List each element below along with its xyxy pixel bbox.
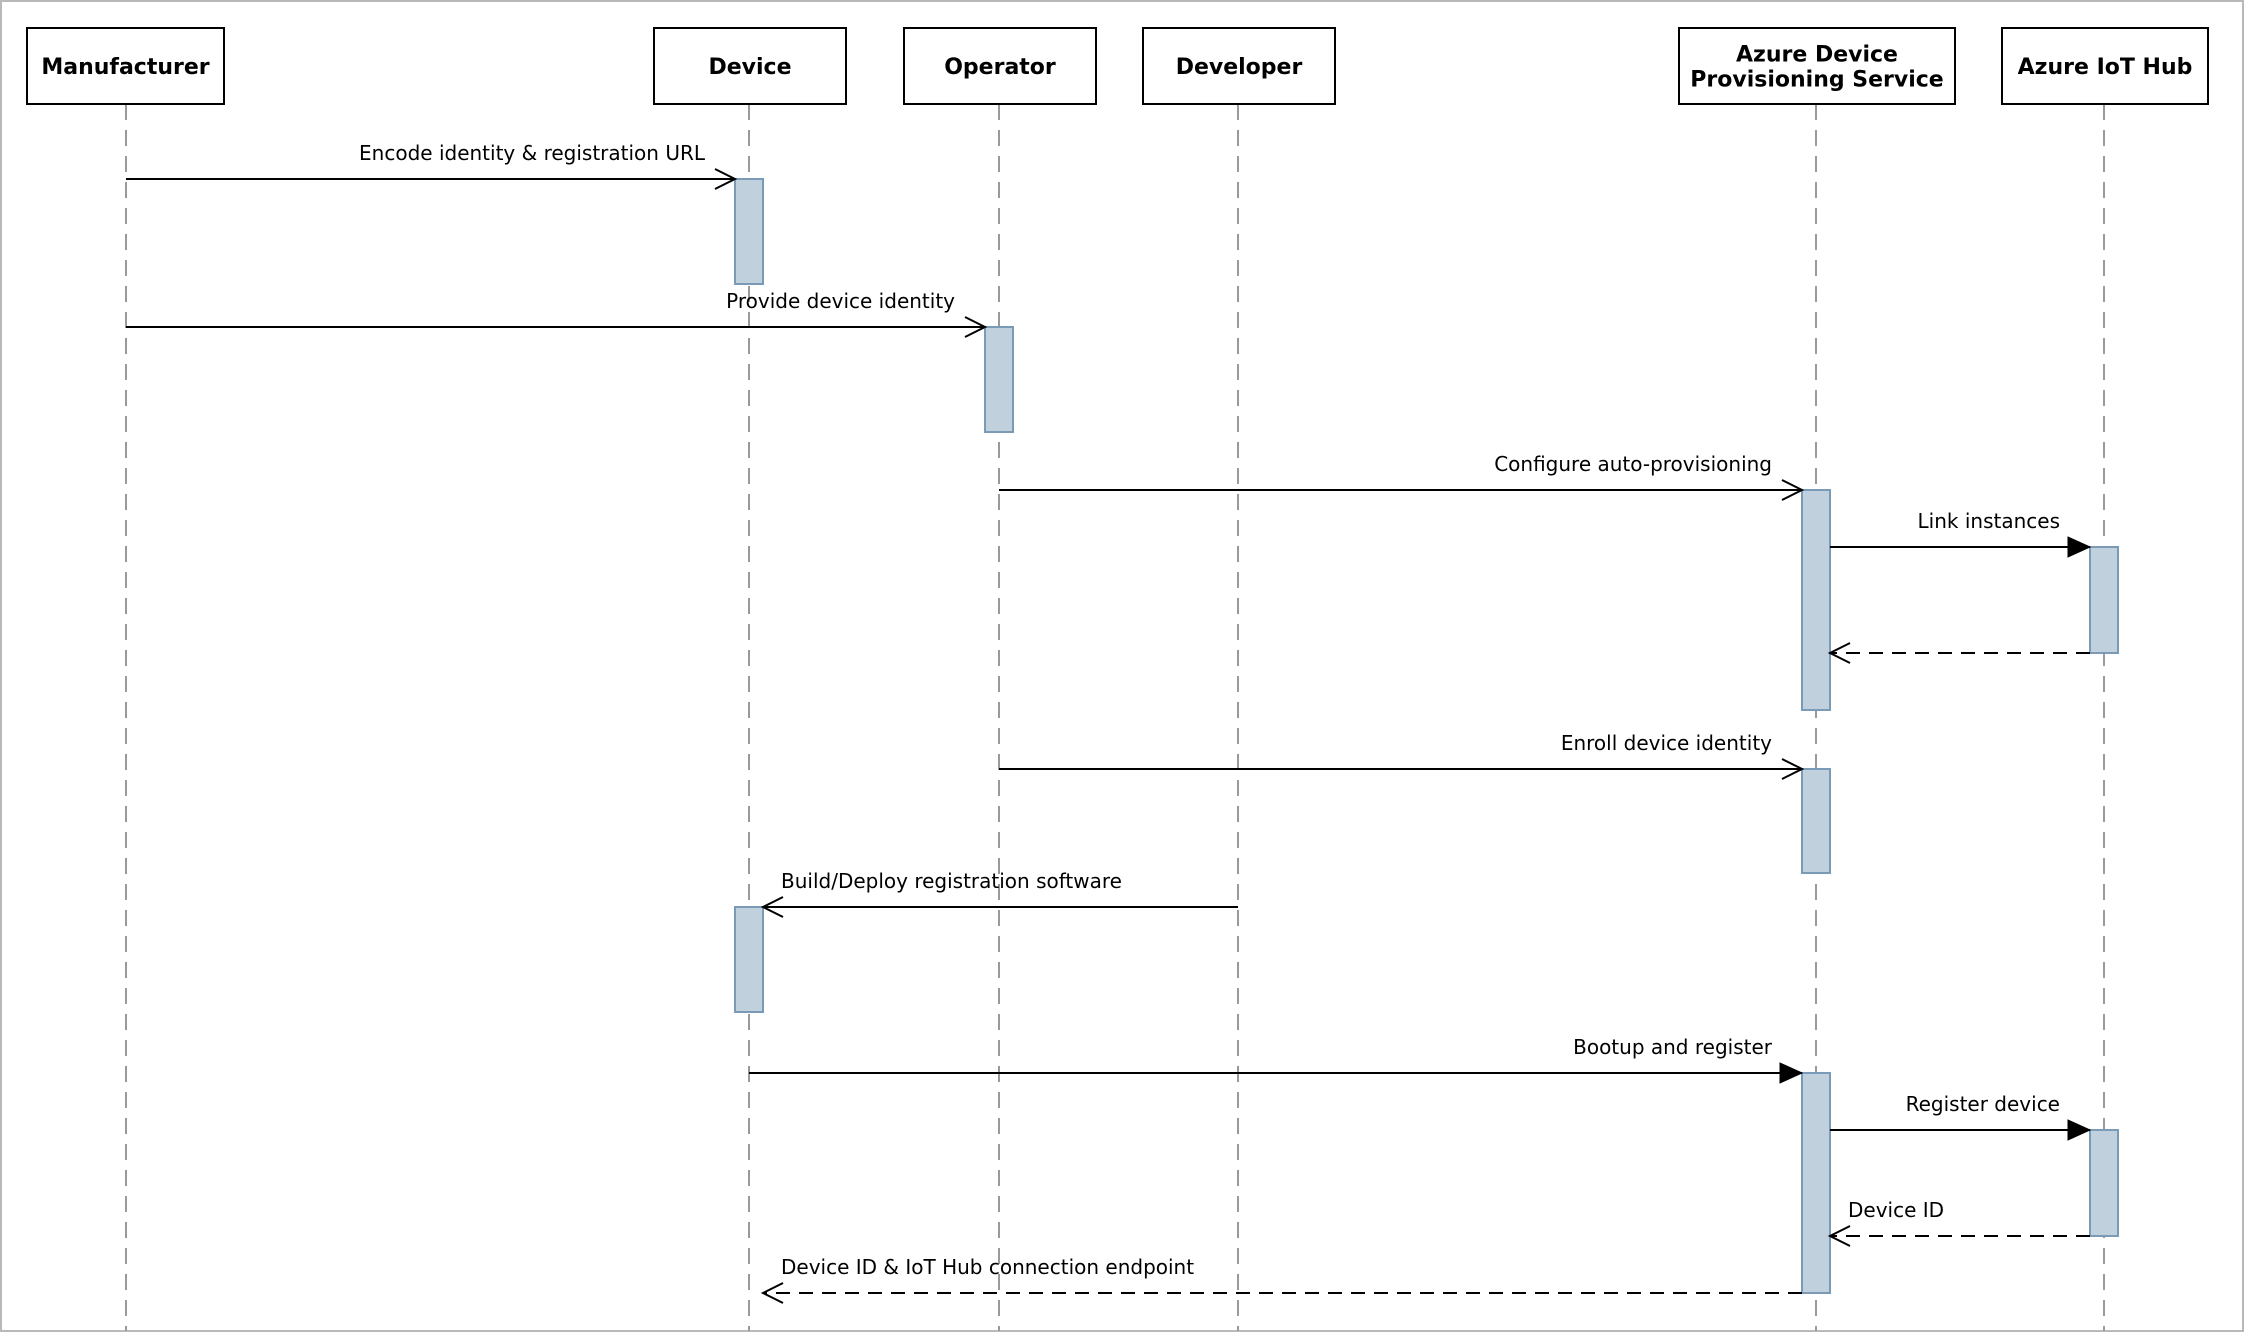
activation-operator (984, 326, 1014, 433)
message-return (1827, 642, 2090, 664)
message-label: Provide device identity (726, 289, 955, 313)
message-label: Enroll device identity (1561, 731, 1772, 755)
participant-box (1678, 27, 1956, 105)
arrowhead-open (714, 168, 738, 190)
arrowhead-filled (1779, 1062, 1804, 1084)
participant-developer: Developer (1142, 27, 1336, 105)
messages: Encode identity & registration URL Provid… (126, 141, 2092, 1304)
message-call: Link instances (1830, 509, 2092, 558)
arrowhead-open (1827, 1225, 1851, 1247)
participant-box (2001, 27, 2209, 105)
message-label: Encode identity & registration URL (359, 141, 706, 165)
activation-bars (734, 178, 2119, 1294)
activation-dps (1801, 489, 1831, 711)
message-label: Configure auto-provisioning (1494, 452, 1772, 476)
message-call: Enroll device identity (999, 731, 1805, 780)
arrowhead-open (1781, 758, 1805, 780)
message-return: Device ID & IoT Hub connection endpoint (760, 1255, 1802, 1304)
participant-iothub: Azure IoT Hub (2001, 27, 2209, 105)
message-call: Encode identity & registration URL (126, 141, 738, 190)
message-label: Device ID & IoT Hub connection endpoint (781, 1255, 1194, 1279)
message-call: Configure auto-provisioning (999, 452, 1805, 501)
arrowhead-filled (2067, 536, 2092, 558)
message-call: Register device (1830, 1092, 2092, 1141)
message-label: Link instances (1918, 509, 2060, 533)
participant-label: Manufacturer (41, 55, 209, 80)
message-call: Build/Deploy registration software (760, 869, 1238, 918)
participant-label: Provisioning Service (1690, 68, 1943, 93)
participant-label: Azure Device (1736, 43, 1898, 68)
arrowhead-open (760, 896, 784, 918)
activation-dps (1801, 1072, 1831, 1294)
participant-label: Device (708, 55, 791, 80)
arrowhead-open (964, 316, 988, 338)
message-return: Device ID (1827, 1198, 2090, 1247)
participant-operator: Operator (903, 27, 1097, 105)
arrowhead-open (1827, 642, 1851, 664)
participants: Manufacturer Device Operator Developer Azure… (26, 27, 2209, 105)
activation-device (734, 178, 764, 285)
participant-device: Device (653, 27, 847, 105)
message-call: Provide device identity (126, 289, 988, 338)
message-label: Build/Deploy registration software (781, 869, 1122, 893)
participant-label: Azure IoT Hub (2018, 55, 2193, 80)
arrowhead-filled (2067, 1119, 2092, 1141)
participant-box (653, 27, 847, 105)
participant-label: Developer (1176, 55, 1303, 80)
participant-manufacturer: Manufacturer (26, 27, 225, 105)
arrowhead-open (760, 1282, 784, 1304)
participant-label: Operator (944, 55, 1056, 80)
arrowhead-open (1781, 479, 1805, 501)
activation-iothub (2089, 546, 2119, 654)
participant-box (26, 27, 225, 105)
activation-iothub (2089, 1129, 2119, 1237)
message-label: Device ID (1848, 1198, 1944, 1222)
activation-dps (1801, 768, 1831, 874)
message-label: Bootup and register (1573, 1035, 1773, 1059)
activation-device (734, 906, 764, 1013)
participant-box (1142, 27, 1336, 105)
participant-box (903, 27, 1097, 105)
message-label: Register device (1906, 1092, 2060, 1116)
message-call: Bootup and register (749, 1035, 1804, 1084)
